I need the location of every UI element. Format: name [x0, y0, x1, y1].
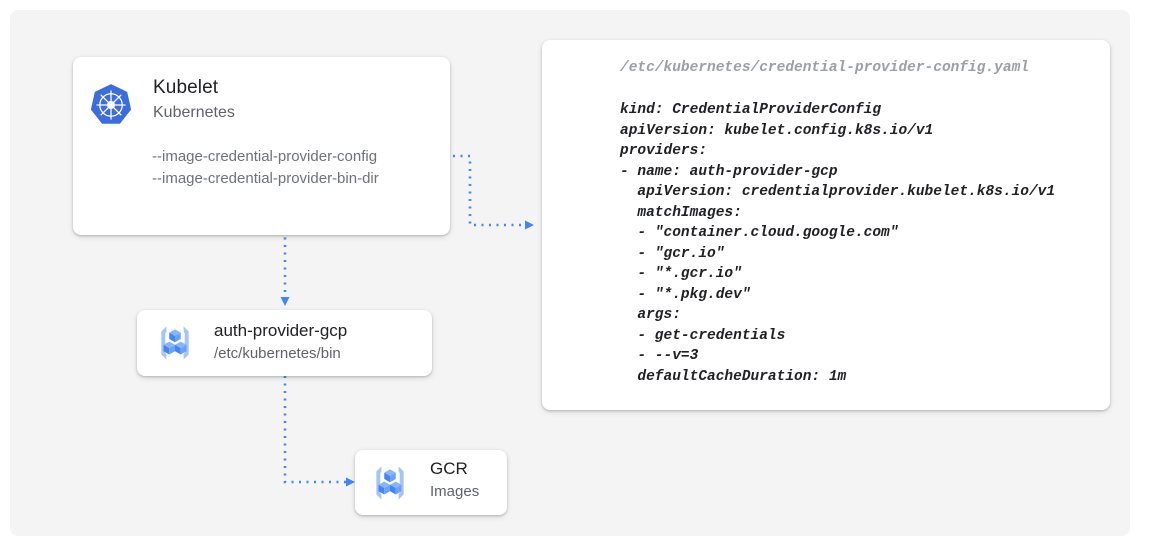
kubelet-title: Kubelet: [153, 77, 219, 98]
auth-provider-title: auth-provider-gcp: [214, 321, 348, 340]
kubelet-subtitle: Kubernetes: [153, 104, 235, 121]
kubernetes-logo-icon: [88, 82, 134, 128]
gcr-title: GCR: [430, 459, 468, 478]
kubelet-flag-config: --image-credential-provider-config: [152, 148, 378, 165]
kubelet-card[interactable]: Kubelet Kubernetes --image-credential-pr…: [73, 57, 450, 235]
gcr-card[interactable]: GCR Images: [355, 450, 507, 515]
container-registry-icon: [367, 460, 413, 506]
yaml-file-path: /etc/kubernetes/credential-provider-conf…: [620, 60, 1029, 76]
kubelet-flag-bin-dir: --image-credential-provider-bin-dir: [152, 170, 379, 187]
yaml-content: kind: CredentialProviderConfig apiVersio…: [620, 102, 1056, 385]
container-registry-icon: [152, 320, 198, 366]
yaml-config-panel[interactable]: /etc/kubernetes/credential-provider-conf…: [542, 40, 1110, 410]
auth-provider-subtitle: /etc/kubernetes/bin: [214, 345, 341, 362]
auth-provider-card[interactable]: auth-provider-gcp /etc/kubernetes/bin: [137, 310, 432, 376]
gcr-subtitle: Images: [430, 483, 480, 500]
